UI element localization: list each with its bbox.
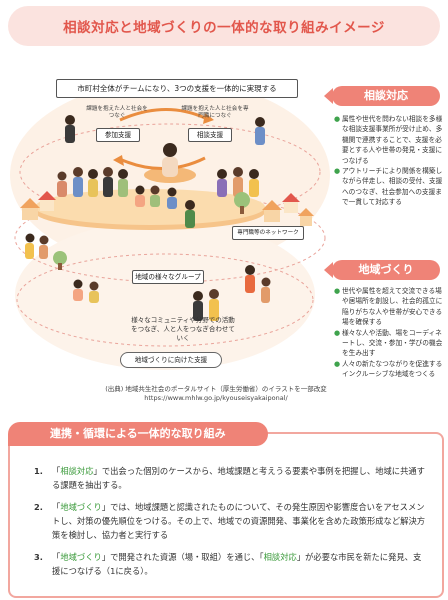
soudan-list: ●属性や世代を問わない相談を多様な相談支援事業所が受け止め、多機関で連携すること… [334,114,444,208]
bottom-support-label: 地域づくりに向けた支援 [120,352,222,368]
community-text: 様々なコミュニティや分野での活動をつなぎ、人と人をつなぎ合わせていく [131,316,235,342]
soudan-heading: 相談対応 [332,86,440,106]
groups-label: 地域の様々なグループ [132,270,204,284]
soudan-arrow [324,88,333,104]
source-line: (出典) 地域共生社会のポータルサイト（厚生労働省）のイラストを一部改変 [105,385,327,393]
bullet-icon: ● [334,328,341,337]
chiiki-list: ●世代や属性を超えて交流できる場や居場所を創設し、社会的孤立に陥りがちな人や世帯… [334,286,444,380]
people-group-middle [135,185,195,228]
chiiki-item: ●人々の新たなつながりを促進するインクルーシブな地域をつくる [334,359,443,379]
chiiki-item: ●世代や属性を超えて交流できる場や居場所を創設し、社会的孤立に陥りがちな人や世帯… [334,287,443,327]
bullet-icon: ● [334,287,341,295]
cycle-box: 連携・循環による一体的な取り組み 1.「相談対応」で出会った個別のケースから、地… [8,422,444,598]
source-note: (出典) 地域共生社会のポータルサイト（厚生労働省）のイラストを一部改変 htt… [86,385,346,403]
support-left-caption: 課題を抱えた人と社会をつなぐ [86,106,148,119]
soudan-item: ●属性や世代を問わない相談を多様な相談支援事業所が受け止め、多機関で連携すること… [334,115,443,165]
chiiki-heading: 地域づくり [332,260,440,280]
chiiki-arrow [324,262,333,278]
people-group-lower [25,233,271,321]
network-label: 専門職等のネットワーク [232,226,304,240]
people-group-upper-right [217,167,259,197]
bullet-icon: ● [334,115,341,123]
cycle-steps: 1.「相談対応」で出会った個別のケースから、地域課題と考えうる要素や事例を把握し… [34,464,429,586]
bullet-icon: ● [334,359,341,368]
support-right-label: 相談支援 [188,128,232,142]
bullet-icon: ● [334,167,341,176]
team-banner: 市町村全体がチームになり、3つの支援を一体的に実現する [56,79,298,98]
support-right-caption: 課題を抱えた人と社会を専門職につなぐ [181,106,249,119]
people-group-upper-left [57,167,128,197]
page-title: 相談対応と地域づくりの一体的な取り組みイメージ [63,20,385,36]
cycle-step: 1.「相談対応」で出会った個別のケースから、地域課題と考えうる要素や事例を把握し… [34,466,425,490]
source-url: https://www.mhlw.go.jp/kyouseisyakaipona… [144,394,288,402]
chiiki-item: ●様々な人や活動、場をコーディネートし、交流・参加・学びの機会を生み出す [334,328,443,358]
cycle-step: 2.「地域づくり」では、地域課題と認識されたものについて、その発生原因や影響度合… [34,502,426,540]
community-illustration [10,80,330,370]
support-left-label: 参加支援 [96,128,140,142]
soudan-item: ●アウトリーチにより関係を構築しながら伴走し、相談の受付、支援へのつなぎ、社会参… [334,167,443,207]
cycle-step: 3.「地域づくり」で開発された資源（場・取組）を通じ、「相談対応」が必要な市民を… [34,552,422,576]
cycle-heading: 連携・循環による一体的な取り組み [8,422,268,446]
central-figure [162,143,178,177]
title-bar: 相談対応と地域づくりの一体的な取り組みイメージ [8,6,440,46]
